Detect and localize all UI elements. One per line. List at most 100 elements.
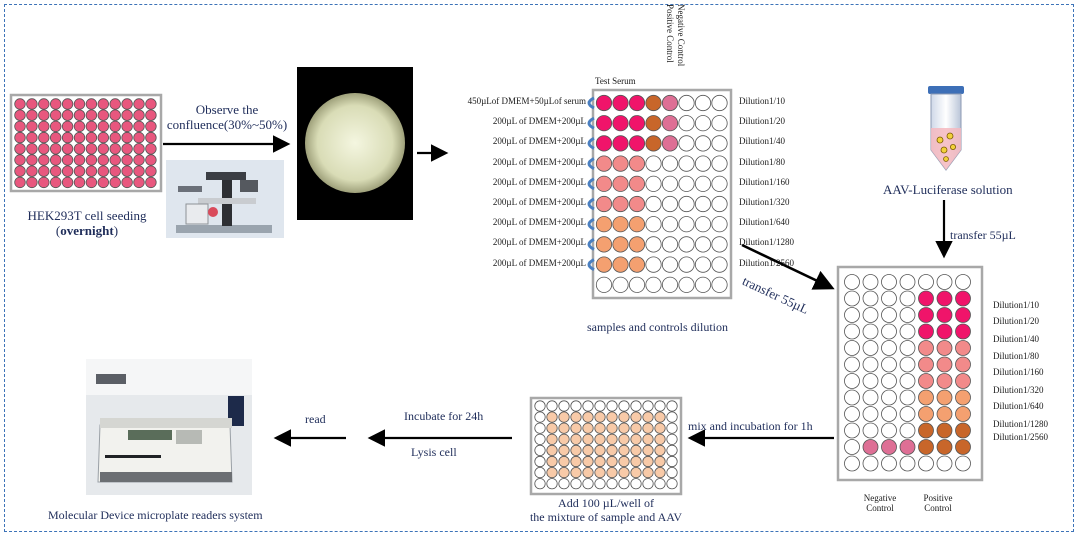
cell-plate-well bbox=[955, 274, 971, 290]
assay-well bbox=[618, 411, 630, 423]
assay-well bbox=[630, 400, 642, 412]
assay-well bbox=[666, 433, 678, 445]
seeding-well bbox=[73, 176, 86, 189]
assay-well bbox=[654, 433, 666, 445]
incubate-label: Incubate for 24h bbox=[404, 409, 484, 423]
assay-well bbox=[606, 433, 618, 445]
seeding-well bbox=[121, 131, 133, 144]
seeding-well bbox=[109, 154, 121, 166]
dilution-well bbox=[595, 94, 613, 112]
seeding-well bbox=[133, 154, 145, 166]
seeding-well bbox=[85, 176, 98, 189]
assay-well bbox=[666, 400, 678, 412]
cell-plate-well bbox=[862, 373, 879, 389]
seeding-well bbox=[50, 143, 62, 155]
assay-well bbox=[534, 455, 546, 468]
cell-plate-well bbox=[844, 323, 860, 340]
cell-plate-well bbox=[844, 373, 860, 389]
assay-well bbox=[606, 466, 618, 479]
seeding-well bbox=[121, 143, 133, 155]
cell-plate-well bbox=[955, 356, 971, 373]
cell-plate-well bbox=[936, 422, 953, 439]
dilution-well bbox=[628, 195, 646, 213]
seeding-well bbox=[38, 120, 50, 133]
cell-plate-positive-label: Positive Control bbox=[923, 493, 953, 514]
assay-well bbox=[654, 466, 666, 479]
assay-well bbox=[570, 466, 582, 479]
dilution-well bbox=[678, 135, 695, 152]
dilution-well bbox=[711, 115, 728, 132]
dilution-well bbox=[645, 155, 662, 172]
seeding-well bbox=[109, 98, 121, 110]
assay-well bbox=[546, 433, 558, 445]
seeding-well bbox=[61, 131, 74, 144]
dilution-well bbox=[645, 115, 662, 132]
assay-well bbox=[654, 455, 666, 468]
seeding-well bbox=[145, 143, 157, 155]
dilution-well bbox=[711, 236, 728, 253]
seeding-well bbox=[61, 154, 74, 166]
dilution-well bbox=[694, 195, 712, 213]
cell-plate-well bbox=[918, 455, 934, 472]
assay-plate-wells bbox=[534, 400, 678, 490]
seeding-well bbox=[73, 109, 86, 121]
cell-plate-well bbox=[881, 439, 897, 455]
dilution-blue-arrow bbox=[587, 197, 595, 211]
dilution-well bbox=[595, 115, 613, 132]
cell-plate-dilution-label: Dilution1/40 bbox=[993, 334, 1040, 344]
dilution-well bbox=[628, 175, 646, 192]
dilution-well bbox=[678, 276, 695, 293]
dilution-well bbox=[711, 135, 728, 152]
lysis-label: Lysis cell bbox=[411, 445, 457, 459]
seeding-well bbox=[133, 131, 145, 144]
dilution-well bbox=[595, 216, 613, 233]
dilution-well bbox=[694, 256, 712, 273]
cell-plate-well bbox=[844, 439, 860, 455]
dilution-ratio-label: Dilution1/40 bbox=[739, 136, 786, 147]
cell-plate-well bbox=[936, 373, 953, 389]
seeding-well bbox=[73, 120, 86, 133]
cell-plate-well bbox=[899, 373, 916, 389]
seeding-well bbox=[14, 120, 26, 133]
seeding-well bbox=[38, 143, 50, 155]
cell-plate-well bbox=[955, 406, 971, 422]
cell-plate-well bbox=[862, 323, 879, 340]
assay-well bbox=[606, 455, 618, 468]
dilution-well bbox=[661, 256, 679, 273]
assay-well bbox=[546, 455, 558, 468]
cell-plate-well bbox=[918, 307, 934, 323]
assay-well bbox=[618, 433, 630, 445]
dilution-well bbox=[711, 256, 728, 273]
assay-well bbox=[570, 478, 582, 490]
assay-well bbox=[582, 400, 594, 412]
dilution-well bbox=[678, 175, 695, 192]
dilution-well bbox=[628, 115, 646, 132]
cell-plate-well bbox=[881, 422, 897, 439]
dilution-plate-wells bbox=[595, 94, 728, 293]
cell-plate-well bbox=[936, 274, 953, 290]
assay-plate-caption: Add 100 µL/well of the mixture of sample… bbox=[529, 496, 683, 524]
cell-plate-well bbox=[844, 290, 860, 307]
assay-well bbox=[630, 466, 642, 479]
cell-plate-well bbox=[862, 406, 879, 422]
seeding-well bbox=[61, 109, 74, 121]
dilution-well bbox=[612, 175, 629, 192]
assay-well bbox=[618, 455, 630, 468]
assay-well bbox=[606, 411, 618, 423]
assay-well bbox=[618, 422, 630, 434]
assay-well bbox=[582, 466, 594, 479]
cell-plate-well bbox=[844, 356, 860, 373]
seeding-well bbox=[121, 120, 133, 133]
assay-well bbox=[594, 478, 606, 490]
assay-well bbox=[594, 466, 606, 479]
dilution-well bbox=[595, 175, 613, 192]
cell-plate-well bbox=[899, 406, 916, 422]
assay-well bbox=[558, 478, 570, 490]
seeding-well bbox=[145, 176, 157, 189]
seeding-well bbox=[97, 154, 110, 166]
dilution-ratio-label: Dilution1/320 bbox=[739, 197, 790, 207]
dilution-well bbox=[595, 256, 613, 273]
cell-plate-well bbox=[918, 406, 934, 422]
assay-well bbox=[534, 422, 546, 434]
dilution-blue-arrow bbox=[587, 116, 595, 130]
